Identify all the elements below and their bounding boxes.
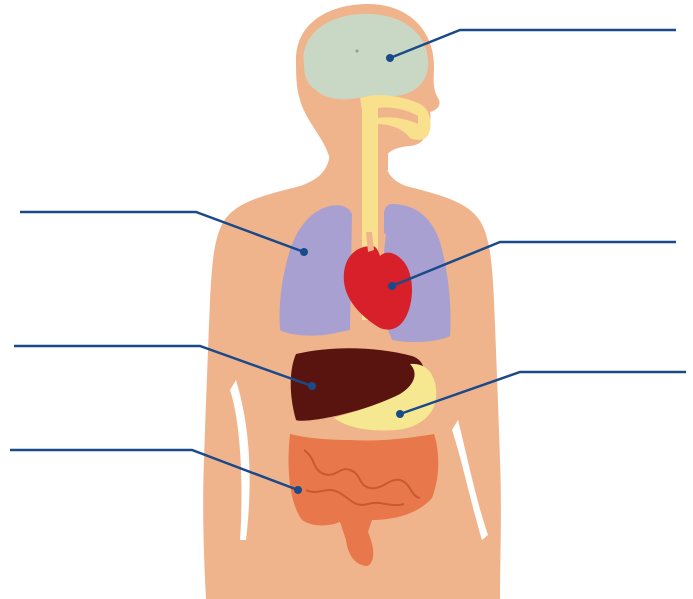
leader-dot-liver (308, 382, 316, 390)
leader-dot-heart (388, 282, 396, 290)
leader-dot-intestines (294, 486, 302, 494)
brain-icon (304, 14, 429, 100)
leader-dot-lungs (300, 248, 308, 256)
leader-dot-stomach (396, 410, 404, 418)
leader-dot-brain (386, 54, 394, 62)
